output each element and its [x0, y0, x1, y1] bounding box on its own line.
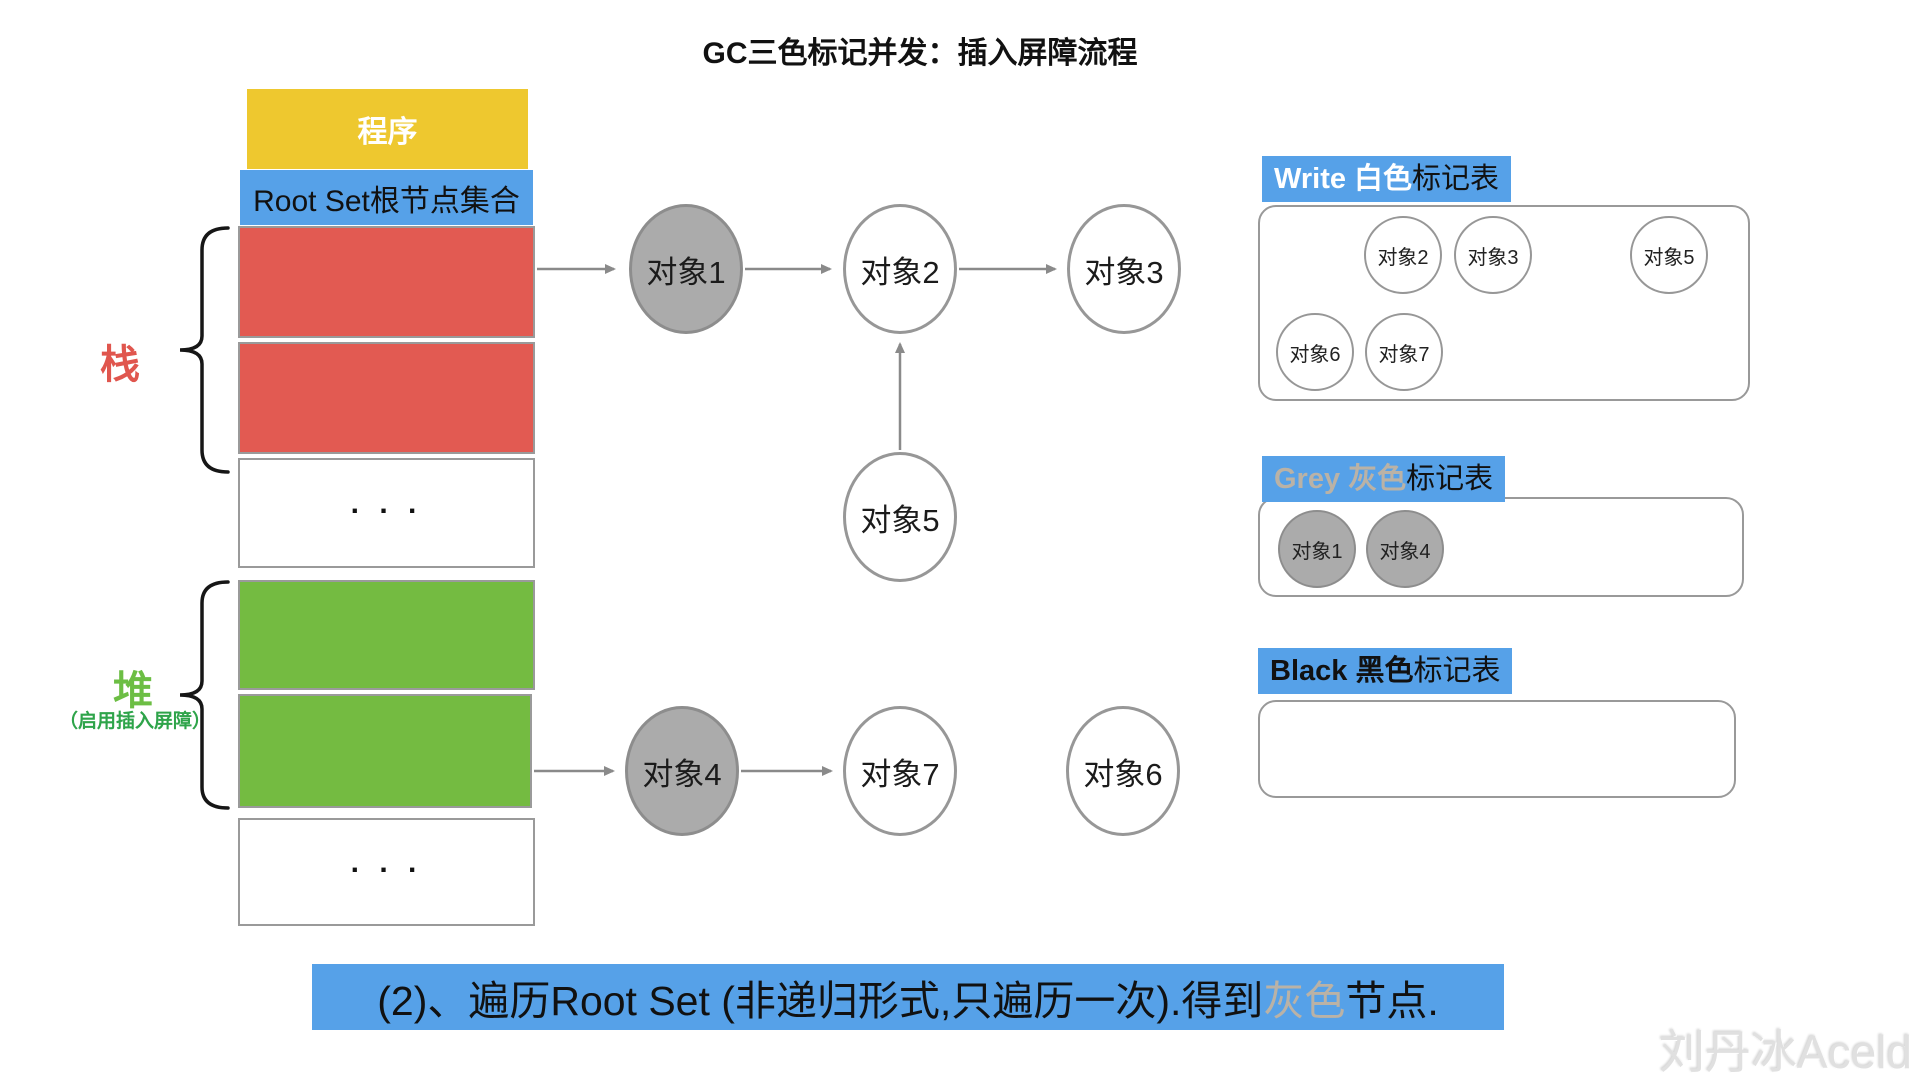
- ellipsis-dots: . . .: [350, 846, 423, 879]
- white-table-label-highlight: Write 白色: [1274, 163, 1413, 195]
- caption-prefix: (2)、遍历Root Set (非递归形式,只遍历一次).得到: [377, 978, 1264, 1024]
- white-table-obj7: 对象7: [1365, 313, 1443, 391]
- ellipsis-dots: . . .: [350, 487, 423, 520]
- page-title: GC三色标记并发：插入屏障流程: [702, 37, 1138, 70]
- node-obj3: 对象3: [1067, 204, 1181, 334]
- heap-cell-1: [238, 580, 535, 690]
- white-table-obj6: 对象6: [1276, 313, 1354, 391]
- stack-cell-1: [238, 226, 535, 338]
- watermark: 刘丹冰Aceld: [1658, 1026, 1912, 1078]
- white-table-obj2: 对象2: [1364, 216, 1442, 294]
- heap-cell-2: [238, 694, 532, 808]
- node-obj2: 对象2: [843, 204, 957, 334]
- white-table-obj3: 对象3: [1454, 216, 1532, 294]
- heap-label: 堆: [113, 669, 153, 713]
- program-box: 程序: [247, 89, 528, 169]
- stack-cell-2: [238, 342, 535, 454]
- caption-highlight: 灰色: [1263, 978, 1346, 1024]
- rootset-box: Root Set根节点集合: [240, 170, 533, 225]
- white-table-label: Write 白色标记表: [1262, 156, 1512, 202]
- black-table-label-rest: 标记表: [1413, 655, 1501, 687]
- stack-brace: [179, 226, 230, 474]
- caption-bar: (2)、遍历Root Set (非递归形式,只遍历一次).得到灰色节点.: [312, 964, 1504, 1030]
- node-obj6: 对象6: [1066, 706, 1180, 836]
- white-table-label-rest: 标记表: [1412, 163, 1500, 195]
- node-obj1: 对象1: [629, 204, 743, 334]
- node-obj4: 对象4: [625, 706, 739, 836]
- white-table-obj5: 对象5: [1630, 216, 1708, 294]
- black-table-label: Black 黑色标记表: [1258, 648, 1513, 694]
- heap-brace: [179, 580, 230, 810]
- grey-table-label-rest: 标记表: [1406, 463, 1494, 495]
- grey-table-obj4: 对象4: [1366, 510, 1444, 588]
- heap-sublabel: （启用插入屏障）: [58, 711, 211, 732]
- node-obj5: 对象5: [843, 452, 957, 582]
- grey-table-label-highlight: Grey 灰色: [1274, 463, 1407, 495]
- stack-ellipsis-cell: . . .: [238, 458, 535, 568]
- stack-label: 栈: [100, 343, 140, 387]
- grey-table-obj1: 对象1: [1278, 510, 1356, 588]
- heap-ellipsis-cell: . . .: [238, 818, 535, 926]
- black-table-label-highlight: Black 黑色: [1270, 655, 1414, 687]
- grey-table-label: Grey 灰色标记表: [1262, 456, 1506, 502]
- caption-suffix: 节点.: [1345, 978, 1439, 1024]
- node-obj7: 对象7: [843, 706, 957, 836]
- black-table-box: [1258, 700, 1736, 798]
